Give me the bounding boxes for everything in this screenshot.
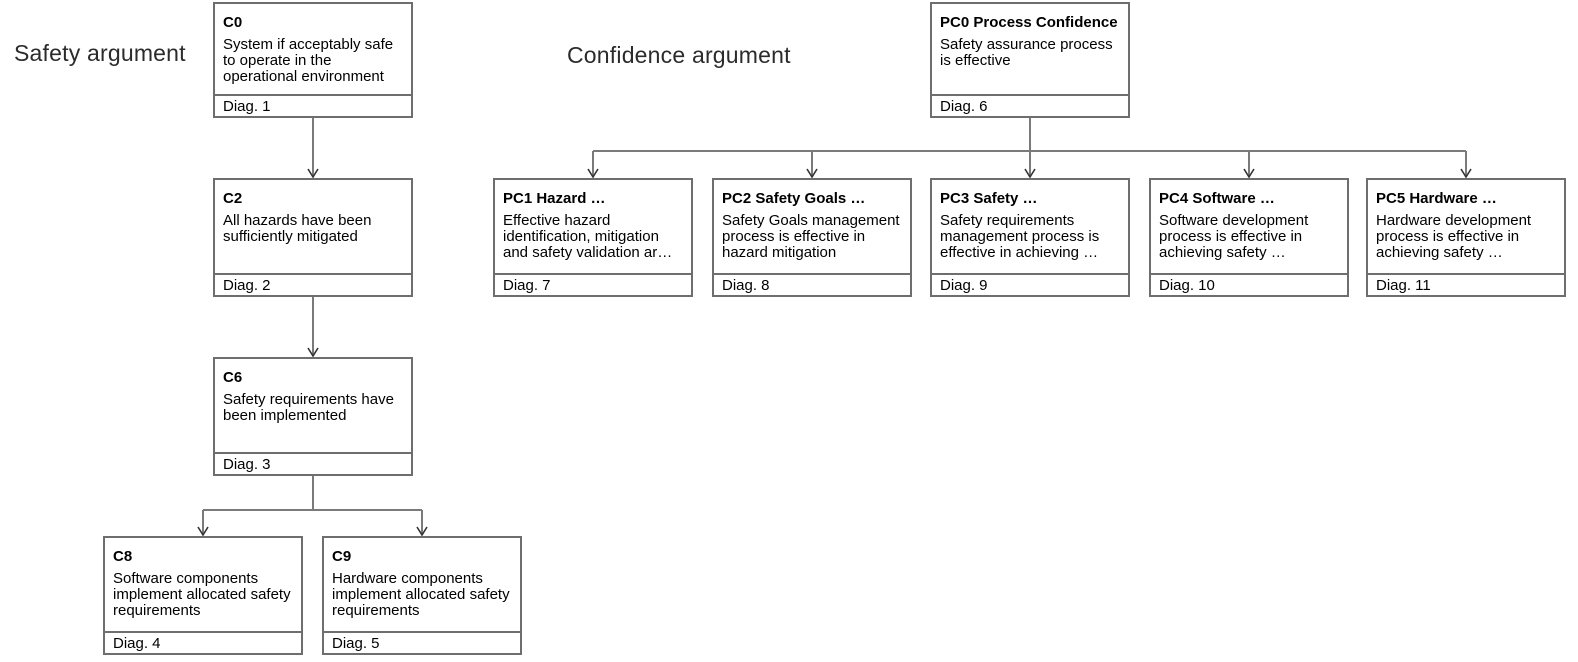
- node-diagram-ref[interactable]: Diag. 10: [1151, 273, 1347, 295]
- node-diagram-ref[interactable]: Diag. 4: [105, 631, 301, 653]
- node-pc5[interactable]: PC5 Hardware … Hardware development proc…: [1366, 178, 1566, 297]
- node-diagram-ref[interactable]: Diag. 7: [495, 273, 691, 295]
- node-diagram-ref[interactable]: Diag. 1: [215, 94, 411, 116]
- node-body: Software development process is effectiv…: [1159, 212, 1309, 261]
- node-body: Software components implement allocated …: [113, 570, 291, 619]
- node-c0[interactable]: C0 System if acceptably safe to operate …: [213, 2, 413, 118]
- node-title: C2: [223, 190, 243, 207]
- node-title: PC1 Hazard …: [503, 190, 606, 207]
- node-pc0[interactable]: PC0 Process Confidence Safety assurance …: [930, 2, 1130, 118]
- arrowhead-pc3: [1024, 168, 1036, 179]
- arrowhead-c6: [307, 347, 319, 358]
- node-title: C8: [113, 548, 133, 565]
- node-body: Safety requirements have been implemente…: [223, 391, 394, 424]
- edge-pc0-bus: [592, 118, 1467, 176]
- arrowhead-c8: [197, 526, 209, 537]
- node-diagram-ref[interactable]: Diag. 11: [1368, 273, 1564, 295]
- node-body: Effective hazard identification, mitigat…: [503, 212, 673, 261]
- edge-c6-bus: [202, 476, 423, 534]
- arrowhead-pc1: [587, 168, 599, 179]
- node-pc4[interactable]: PC4 Software … Software development proc…: [1149, 178, 1349, 297]
- node-pc1[interactable]: PC1 Hazard … Effective hazard identifica…: [493, 178, 693, 297]
- node-title: PC5 Hardware …: [1376, 190, 1497, 207]
- node-diagram-ref[interactable]: Diag. 8: [714, 273, 910, 295]
- node-body: Safety requirements management process i…: [940, 212, 1100, 261]
- arrowhead-pc5: [1460, 168, 1472, 179]
- confidence-argument-label: Confidence argument: [567, 42, 791, 68]
- node-body: System if acceptably safe to operate in …: [223, 36, 394, 85]
- node-diagram-ref[interactable]: Diag. 9: [932, 273, 1128, 295]
- node-body: Hardware components implement allocated …: [332, 570, 510, 619]
- node-body: All hazards have been sufficiently mitig…: [223, 212, 372, 245]
- node-c8[interactable]: C8 Software components implement allocat…: [103, 536, 303, 655]
- node-body: Hardware development process is effectiv…: [1376, 212, 1532, 261]
- node-title: PC4 Software …: [1159, 190, 1275, 207]
- node-title: PC0 Process Confidence: [940, 14, 1118, 31]
- node-c9[interactable]: C9 Hardware components implement allocat…: [322, 536, 522, 655]
- node-diagram-ref[interactable]: Diag. 6: [932, 94, 1128, 116]
- node-body: Safety Goals management process is effec…: [722, 212, 900, 261]
- node-title: PC3 Safety …: [940, 190, 1038, 207]
- arrowhead-pc4: [1243, 168, 1255, 179]
- node-c2[interactable]: C2 All hazards have been sufficiently mi…: [213, 178, 413, 297]
- arrowhead-c2: [307, 168, 319, 179]
- node-c6[interactable]: C6 Safety requirements have been impleme…: [213, 357, 413, 476]
- arrowhead-c9: [416, 526, 428, 537]
- node-title: C0: [223, 14, 243, 31]
- node-pc3[interactable]: PC3 Safety … Safety requirements managem…: [930, 178, 1130, 297]
- node-pc2[interactable]: PC2 Safety Goals … Safety Goals manageme…: [712, 178, 912, 297]
- node-diagram-ref[interactable]: Diag. 5: [324, 631, 520, 653]
- arrowhead-pc2: [806, 168, 818, 179]
- node-body: Safety assurance process is effective: [940, 36, 1113, 69]
- safety-argument-label: Safety argument: [14, 40, 186, 66]
- node-title: PC2 Safety Goals …: [722, 190, 866, 207]
- node-diagram-ref[interactable]: Diag. 2: [215, 273, 411, 295]
- node-diagram-ref[interactable]: Diag. 3: [215, 452, 411, 474]
- node-title: C9: [332, 548, 352, 565]
- node-title: C6: [223, 369, 243, 386]
